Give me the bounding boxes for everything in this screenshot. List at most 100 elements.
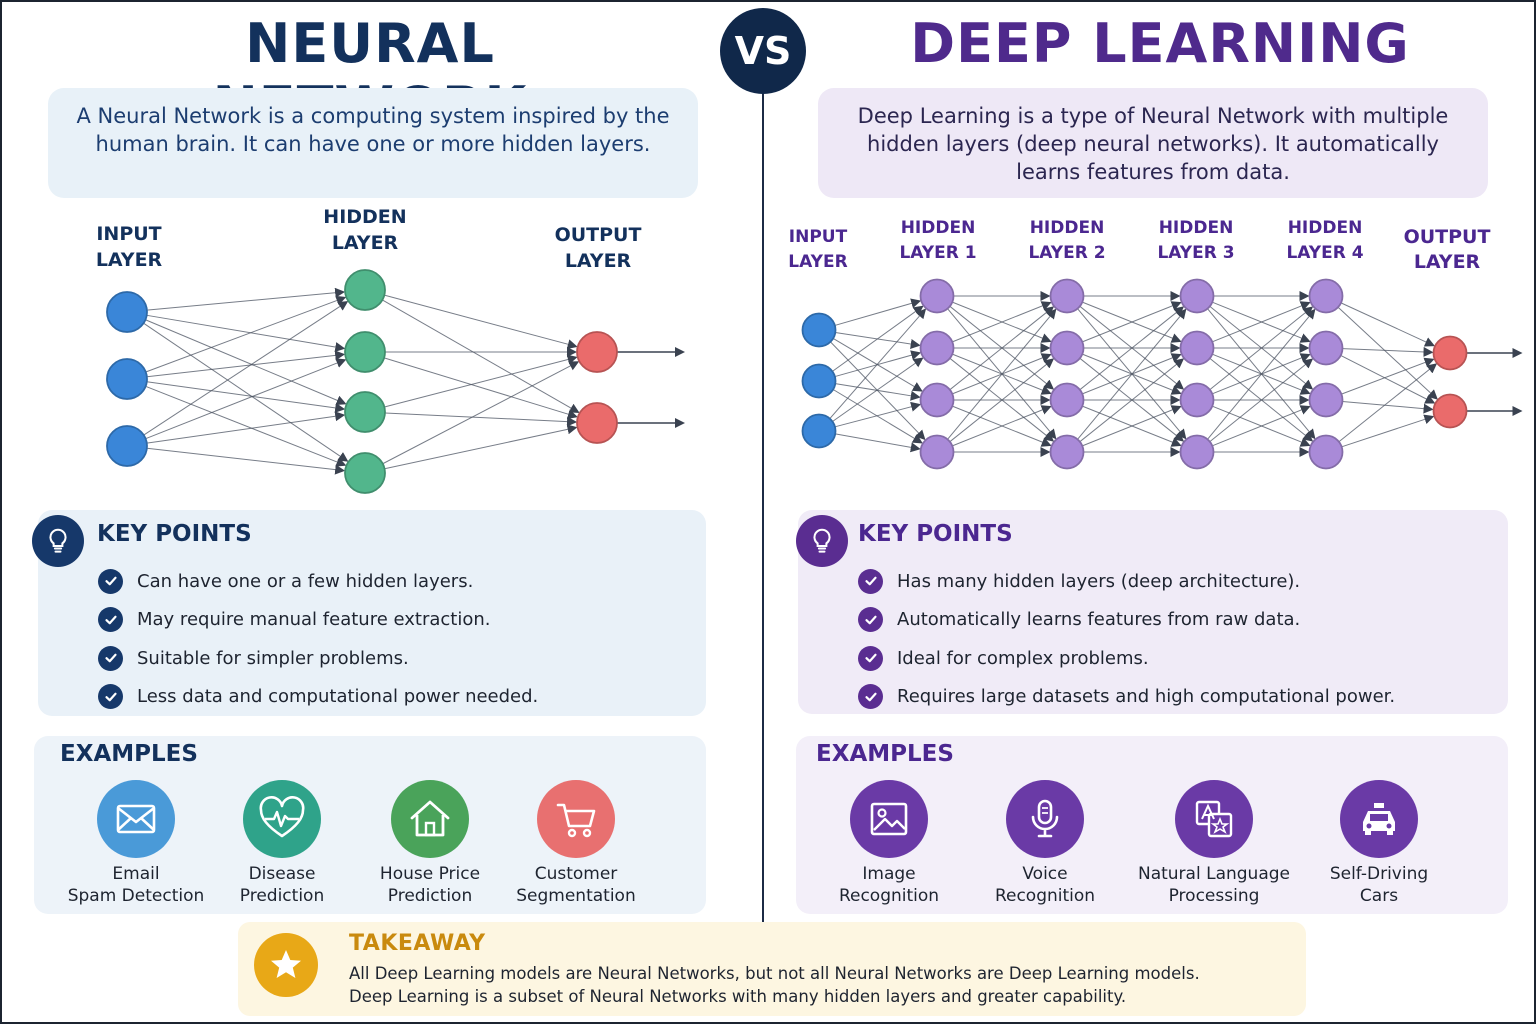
nn-hidden-node — [344, 452, 386, 494]
dl-input-node — [801, 363, 837, 399]
envelope-icon — [97, 780, 175, 858]
check-icon — [858, 645, 883, 671]
nn-connection — [146, 411, 346, 444]
nn-output-node — [576, 331, 618, 373]
heartbeat-icon — [243, 780, 321, 858]
nn-connection — [145, 358, 347, 440]
dl-connection — [1342, 346, 1434, 357]
key-point-text: Requires large datasets and high computa… — [897, 686, 1396, 708]
nn-connection — [146, 381, 346, 413]
nn-connection — [145, 319, 347, 405]
dl-hidden-3-node — [1179, 382, 1215, 418]
dl-hidden-layer-4-label: HIDDEN LAYER 4 — [1286, 218, 1364, 263]
example-voice-recognition: Voice Recognition — [955, 780, 1135, 907]
dl-connection — [1082, 301, 1182, 343]
nn-input-layer-label: INPUT LAYER — [95, 223, 163, 271]
dl-connection — [1082, 353, 1182, 395]
dl-input-node — [801, 413, 837, 449]
nn-connection — [382, 361, 580, 465]
dl-connection — [835, 433, 921, 453]
dl-output-layer-label: OUTPUT LAYER — [1403, 226, 1491, 273]
nn-connection — [384, 294, 578, 350]
dl-connection — [1079, 358, 1185, 443]
takeaway-title: TAKEAWAY — [349, 931, 486, 956]
dl-hidden-4-node — [1308, 330, 1344, 366]
example-house-price-prediction: House Price Prediction — [340, 780, 520, 907]
nn-hidden-layer-label: HIDDEN LAYER — [323, 206, 407, 254]
example-label: Customer Segmentation — [516, 864, 636, 906]
dl-connection — [1212, 353, 1311, 395]
example-label: Voice Recognition — [994, 864, 1096, 906]
check-icon — [858, 684, 883, 710]
dl-connection — [1079, 306, 1185, 391]
dl-connection — [1209, 305, 1314, 390]
dl-hidden-1-node — [919, 278, 955, 314]
nn-input-node — [106, 358, 148, 400]
example-image-recognition: Image Recognition — [799, 780, 979, 907]
dl-hidden-4-node — [1308, 382, 1344, 418]
nn-connection — [382, 299, 580, 414]
dl-connection — [832, 305, 924, 372]
list-item: Ideal for complex problems. — [858, 639, 1395, 678]
dl-hidden-3-node — [1179, 434, 1215, 470]
image-icon — [850, 780, 928, 858]
dl-hidden-1-node — [919, 382, 955, 418]
nn-key-points-panel — [38, 510, 706, 716]
deep-learning-title: DEEP LEARNING — [910, 12, 1410, 75]
dl-connection — [1082, 405, 1182, 447]
dl-connection — [1338, 363, 1438, 443]
example-label: Image Recognition — [838, 864, 940, 906]
key-point-text: Ideal for complex problems. — [897, 647, 1149, 669]
dl-connection — [1212, 405, 1311, 447]
lightbulb-icon — [32, 515, 84, 567]
dl-connection — [947, 308, 1057, 440]
dl-connection — [952, 405, 1052, 447]
dl-hidden-3-node — [1179, 278, 1215, 314]
nn-connection — [145, 385, 347, 467]
takeaway-line-2: Deep Learning is a subset of Neural Netw… — [349, 987, 1127, 1006]
vs-badge: VS — [720, 8, 806, 94]
dl-connection — [1207, 308, 1316, 440]
nn-hidden-node — [344, 331, 386, 373]
dl-connection — [952, 405, 1052, 447]
nn-connection — [143, 300, 349, 436]
dl-connection — [1340, 355, 1436, 404]
dl-hidden-4-node — [1308, 278, 1344, 314]
dl-connection — [1337, 306, 1438, 400]
nn-input-node — [106, 425, 148, 467]
example-self-driving-cars: Self-Driving Cars — [1289, 780, 1469, 907]
dl-connection — [1079, 357, 1185, 442]
dl-connection — [1341, 357, 1435, 395]
nn-key-points-title: KEY POINTS — [97, 521, 252, 547]
dl-connection — [1209, 358, 1314, 443]
list-item: Requires large datasets and high computa… — [858, 678, 1395, 717]
dl-hidden-2-node — [1049, 382, 1085, 418]
list-item: Suitable for simpler problems. — [98, 639, 538, 678]
neural-network-description: A Neural Network is a computing system i… — [48, 88, 698, 198]
takeaway-panel — [238, 922, 1306, 1016]
nn-connection — [146, 314, 346, 352]
dl-key-points-list: Has many hidden layers (deep architectur… — [858, 562, 1395, 716]
nn-connection — [146, 350, 346, 378]
dl-connection — [1209, 357, 1314, 442]
check-icon — [98, 645, 123, 671]
dl-connection — [1077, 308, 1187, 440]
translate-icon — [1175, 780, 1253, 858]
dl-connection — [834, 401, 922, 428]
dl-connection — [952, 301, 1052, 343]
dl-connection — [1212, 301, 1311, 343]
dl-hidden-4-node — [1308, 434, 1344, 470]
dl-hidden-1-node — [919, 434, 955, 470]
list-item: Can have one or a few hidden layers. — [98, 562, 538, 601]
dl-output-node — [1432, 393, 1468, 429]
dl-hidden-layer-3-label: HIDDEN LAYER 3 — [1157, 218, 1235, 263]
dl-hidden-layer-2-label: HIDDEN LAYER 2 — [1028, 218, 1106, 263]
key-point-text: Suitable for simpler problems. — [137, 647, 409, 669]
nn-connection — [384, 412, 578, 427]
dl-connection — [1342, 400, 1434, 414]
dl-connection — [1082, 301, 1182, 343]
nn-connection — [146, 287, 346, 311]
nn-hidden-node — [344, 269, 386, 311]
dl-connection — [949, 306, 1055, 391]
